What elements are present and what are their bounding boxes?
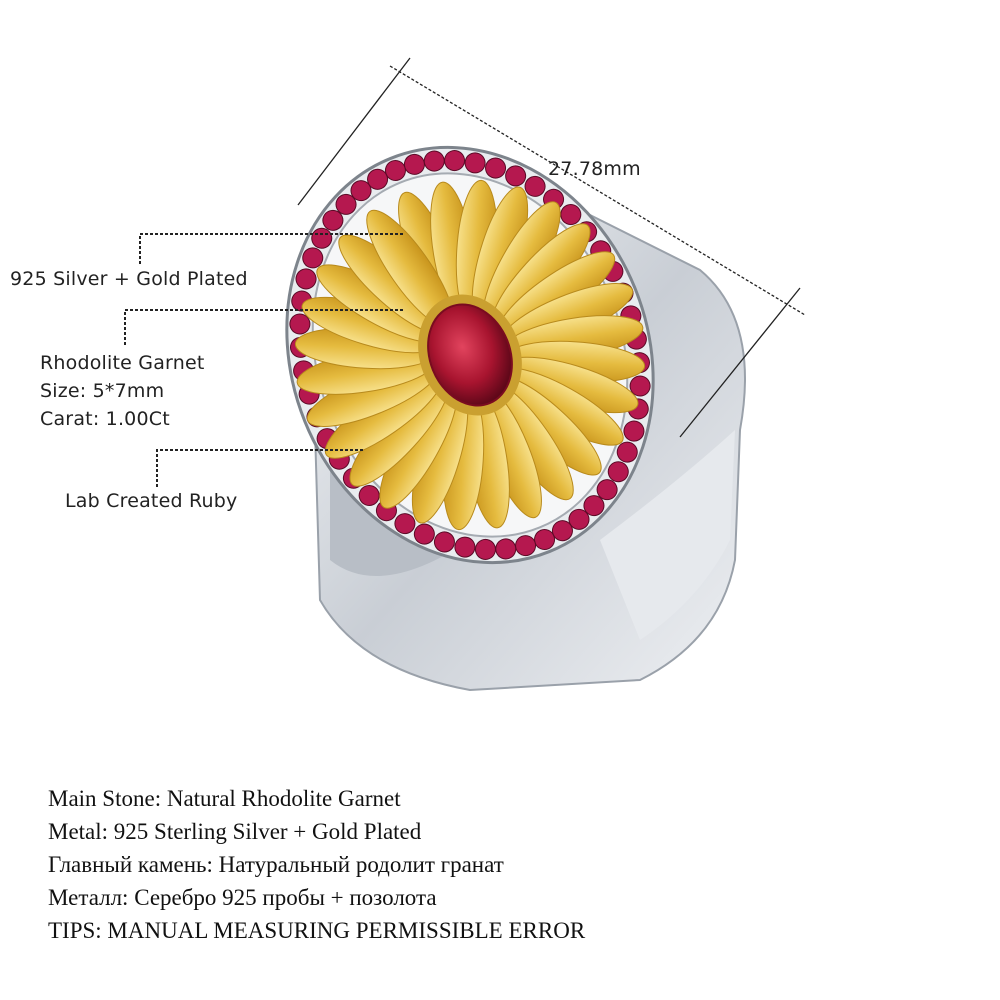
ruby-stone	[464, 152, 486, 174]
sunflower-petals	[294, 179, 646, 531]
spec-main-stone-ru: Главный камень: Натуральный родолит гран…	[48, 852, 504, 877]
ruby-stone	[394, 513, 416, 535]
ruby-stone	[302, 247, 324, 269]
ruby-stone	[335, 193, 357, 215]
ruby-stone	[560, 204, 582, 226]
rhodolite-garnet-stone	[427, 303, 513, 407]
ruby-stone	[403, 153, 425, 175]
ruby-stone	[454, 536, 476, 558]
spec-metal-ru: Металл: Серебро 925 пробы + позолота	[48, 885, 437, 910]
ruby-stone	[444, 150, 466, 172]
ruby-stone	[474, 538, 496, 560]
spec-main-stone: Main Stone: Natural Rhodolite Garnet	[48, 786, 401, 811]
ruby-stone	[423, 150, 445, 172]
ruby-stone	[295, 268, 317, 290]
ruby-stone	[607, 461, 629, 483]
ruby-stone	[515, 535, 537, 557]
ruby-stone	[358, 484, 380, 506]
stone-size-callout: Size: 5*7mm	[40, 380, 165, 402]
stone-carat-callout: Carat: 1.00Ct	[40, 408, 170, 430]
ruby-stone	[505, 165, 527, 187]
stone-name-callout: Rhodolite Garnet	[40, 352, 205, 374]
ruby-stone	[583, 495, 605, 517]
ruby-stone	[596, 479, 618, 501]
callout-leaders	[124, 233, 405, 487]
ruby-stone	[524, 175, 546, 197]
ruby-stone	[350, 180, 372, 202]
spec-metal: Metal: 925 Sterling Silver + Gold Plated	[48, 819, 422, 844]
metal-callout: 925 Silver + Gold Plated	[10, 268, 248, 290]
ruby-stone	[616, 441, 638, 463]
side-stones-callout: Lab Created Ruby	[65, 490, 238, 512]
ruby-stone	[623, 420, 645, 442]
ruby-stone	[568, 508, 590, 530]
halo	[285, 145, 655, 565]
ruby-stone	[629, 375, 651, 397]
dimension-lines	[297, 57, 806, 438]
ruby-stone	[495, 538, 517, 560]
ruby-stone	[322, 209, 344, 231]
ruby-stone	[485, 157, 507, 179]
spec-tips: TIPS: MANUAL MEASURING PERMISSIBLE ERROR	[48, 918, 586, 943]
ruby-stone	[289, 313, 311, 335]
ruby-stone	[433, 531, 455, 553]
ruby-stone	[413, 523, 435, 545]
dimension-label: 27.78mm	[548, 158, 641, 180]
